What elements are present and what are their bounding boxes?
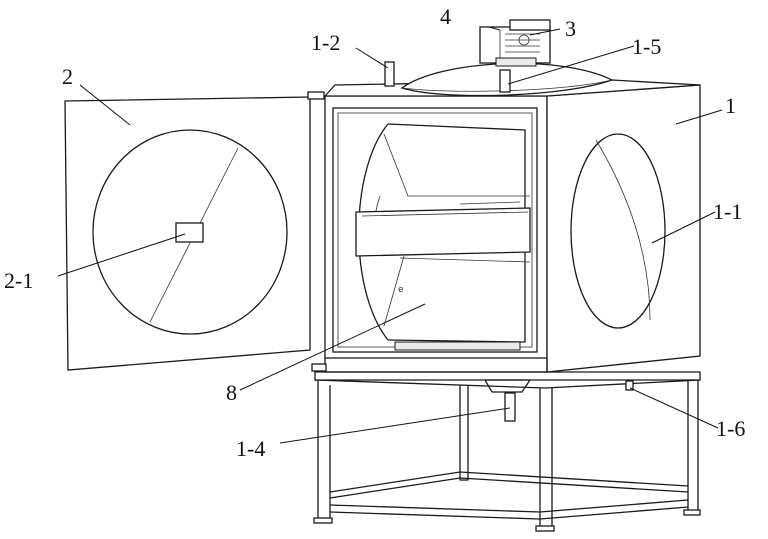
top-hinge [308,92,324,99]
label-1-4: 1-4 [236,436,265,461]
side-window-1-1 [571,134,665,328]
sensor-2-1 [176,223,203,242]
exhaust-pipe-1-5 [500,70,510,92]
door-panel [65,92,326,371]
label-1-1: 1-1 [713,199,742,224]
label-4: 4 [440,4,451,29]
label-1-5: 1-5 [632,34,661,59]
label-2: 2 [62,64,73,89]
svg-text:e: e [398,285,404,295]
label-1: 1 [725,93,736,118]
label-1-6: 1-6 [716,416,745,441]
bottom-hinge [312,364,326,371]
label-1-2: 1-2 [311,30,340,55]
label-8: 8 [226,380,237,405]
label-2-1: 2-1 [4,268,33,293]
label-3: 3 [565,16,576,41]
inlet-pipe-1-2 [385,62,394,86]
